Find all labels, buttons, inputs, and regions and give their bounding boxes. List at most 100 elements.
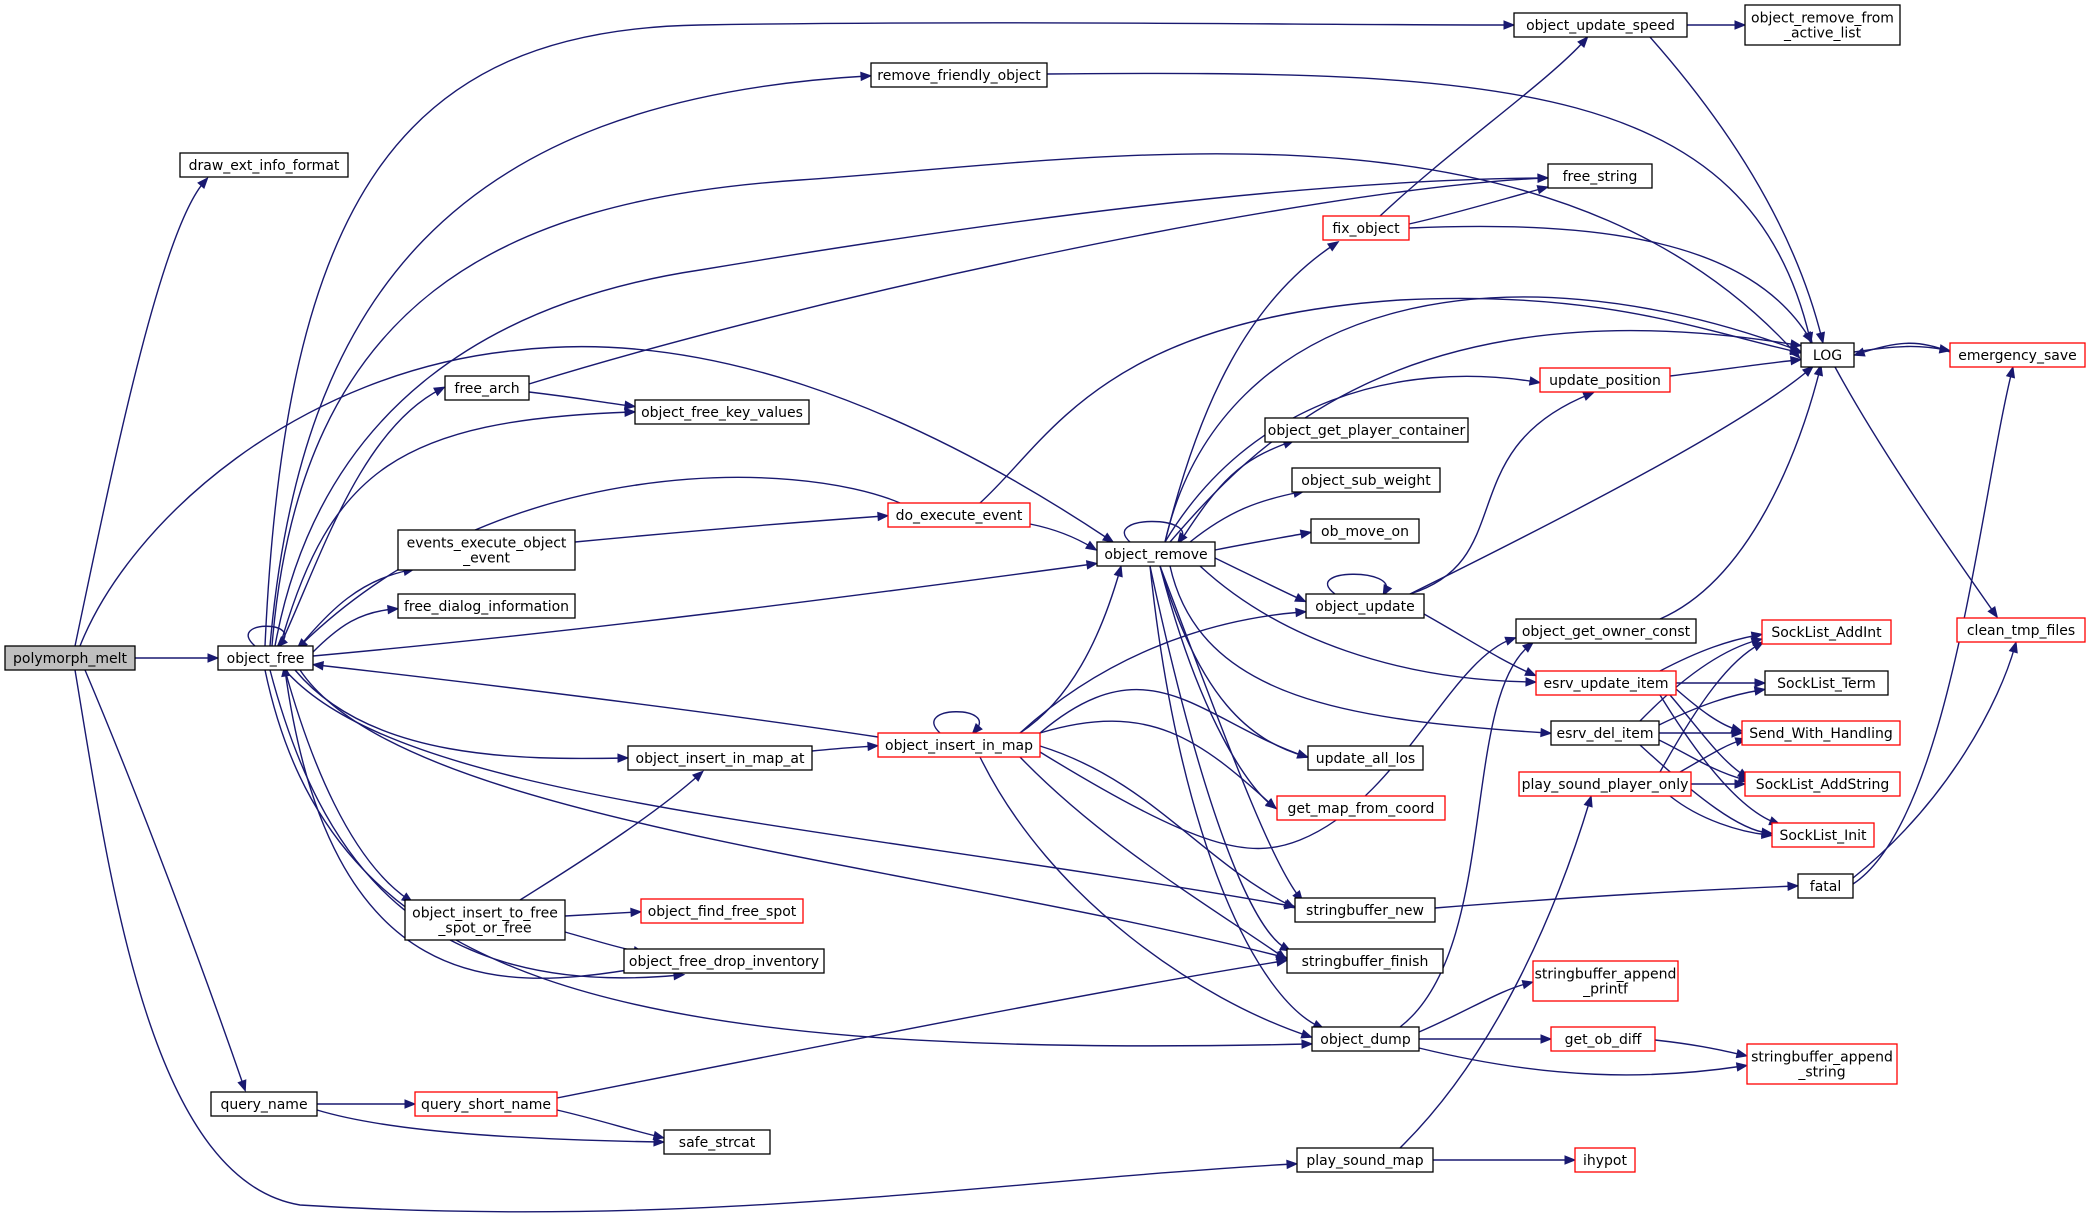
arrow-head	[1852, 347, 1866, 357]
edge-line	[519, 773, 701, 901]
node-esrv-update-item[interactable]: esrv_update_item	[1535, 670, 1677, 696]
node-label: stringbuffer_append	[1535, 967, 1677, 983]
edge-line	[1852, 370, 2013, 885]
node-object-insert-in-map-at[interactable]: object_insert_in_map_at	[627, 745, 813, 771]
node-object-free[interactable]: object_free	[217, 645, 314, 671]
node-draw-ext-info-format[interactable]: draw_ext_info_format	[179, 152, 349, 178]
node-object-free-key-values[interactable]: object_free_key_values	[634, 399, 810, 425]
node-ihypot[interactable]: ihypot	[1574, 1147, 1636, 1173]
edge-line	[1857, 342, 1951, 355]
arrow-head	[1813, 363, 1824, 377]
edge-fatal-to-clean_tmp_files	[1852, 640, 2018, 879]
node-object-update-speed[interactable]: object_update_speed	[1513, 12, 1688, 38]
node-remove-friendly-object[interactable]: remove_friendly_object	[870, 62, 1048, 88]
edge-events_execute_object_event-to-do_execute_event	[574, 511, 890, 543]
node-safe-strcat[interactable]: safe_strcat	[663, 1129, 771, 1155]
edge-object_insert_in_map-to-object_insert_in_map	[933, 711, 983, 735]
node-object-insert-in-map[interactable]: object_insert_in_map	[877, 732, 1041, 758]
node-object-remove[interactable]: object_remove	[1096, 541, 1216, 567]
node-box	[1797, 873, 1854, 899]
node-object-get-player-container[interactable]: object_get_player_container	[1264, 417, 1469, 443]
node-SockList-AddString[interactable]: SockList_AddString	[1744, 771, 1901, 797]
node-label: stringbuffer_append	[1751, 1050, 1893, 1066]
arrow-head	[1753, 686, 1767, 696]
edge-object_remove-to-stringbuffer_finish	[1149, 565, 1292, 952]
node-SockList-Term[interactable]: SockList_Term	[1764, 670, 1889, 696]
node-stringbuffer-append-string[interactable]: stringbuffer_append_string	[1746, 1043, 1898, 1085]
node-esrv-del-item[interactable]: esrv_del_item	[1550, 720, 1660, 746]
node-stringbuffer-new[interactable]: stringbuffer_new	[1294, 897, 1436, 923]
edge-line	[1149, 565, 1288, 950]
edge-query_name-to-safe_strcat	[316, 1109, 666, 1147]
node-SockList-Init[interactable]: SockList_Init	[1771, 822, 1875, 848]
node-free-arch[interactable]: free_arch	[444, 375, 530, 401]
edge-line	[264, 669, 1309, 1047]
edge-line	[1408, 225, 1811, 340]
arrow-head	[1540, 1034, 1553, 1044]
node-object-update[interactable]: object_update	[1305, 593, 1425, 619]
node-free-string[interactable]: free_string	[1547, 163, 1653, 189]
node-query-name[interactable]: query_name	[210, 1091, 318, 1117]
node-query-short-name[interactable]: query_short_name	[414, 1091, 558, 1117]
node-box	[397, 529, 576, 571]
edge-object_remove-to-LOG	[1164, 296, 1803, 543]
edge-line	[1039, 689, 1305, 757]
node-label: _active_list	[1783, 26, 1862, 42]
node-fatal[interactable]: fatal	[1797, 873, 1854, 899]
node-label: get_ob_diff	[1565, 1032, 1642, 1048]
edge-polymorph_melt-to-query_name	[84, 669, 247, 1093]
node-fix-object[interactable]: fix_object	[1322, 215, 1410, 241]
node-LOG[interactable]: LOG	[1800, 342, 1855, 368]
node-object-dump[interactable]: object_dump	[1311, 1026, 1420, 1052]
arrow-head	[404, 1099, 417, 1109]
node-stringbuffer-finish[interactable]: stringbuffer_finish	[1286, 948, 1444, 974]
node-play-sound-player-only[interactable]: play_sound_player_only	[1518, 771, 1692, 797]
arrow-head	[197, 176, 209, 190]
node-object-remove-from-active-list[interactable]: object_remove_from_active_list	[1744, 4, 1901, 46]
node-Send-With-Handling[interactable]: Send_With_Handling	[1741, 720, 1901, 746]
edge-line	[1399, 799, 1591, 1149]
node-emergency-save[interactable]: emergency_save	[1949, 342, 2086, 368]
node-object-get-owner-const[interactable]: object_get_owner_const	[1515, 618, 1697, 644]
edge-line	[1434, 885, 1795, 909]
node-label: object_insert_in_map	[885, 738, 1033, 754]
node-events-execute-object-event[interactable]: events_execute_object_event	[397, 529, 576, 571]
node-get-ob-diff[interactable]: get_ob_diff	[1550, 1026, 1656, 1052]
edge-line	[1169, 329, 1798, 543]
node-stringbuffer-append-printf[interactable]: stringbuffer_append_printf	[1532, 960, 1679, 1002]
node-get-map-from-coord[interactable]: get_map_from_coord	[1276, 795, 1446, 821]
edge-line	[979, 297, 1798, 504]
node-label: _printf	[1582, 982, 1629, 998]
arrow-head	[1503, 20, 1516, 30]
node-play-sound-map[interactable]: play_sound_map	[1296, 1147, 1434, 1173]
arrow-head	[1536, 185, 1550, 195]
node-free-dialog-information[interactable]: free_dialog_information	[397, 593, 576, 619]
edge-line	[1418, 982, 1530, 1033]
edge-line	[299, 569, 411, 647]
edge-object_remove-to-update_position	[1164, 375, 1542, 543]
edge-line	[284, 669, 629, 979]
node-object-find-free-spot[interactable]: object_find_free_spot	[640, 898, 804, 924]
node-label: do_execute_event	[896, 508, 1023, 524]
node-ob-move-on[interactable]: ob_move_on	[1310, 518, 1420, 544]
node-do-execute-event[interactable]: do_execute_event	[887, 502, 1031, 528]
node-object-free-drop-inventory[interactable]: object_free_drop_inventory	[623, 948, 825, 974]
node-clean-tmp-files[interactable]: clean_tmp_files	[1956, 617, 2086, 643]
node-update-position[interactable]: update_position	[1539, 367, 1671, 393]
edge-fatal-to-emergency_save	[1852, 365, 2016, 885]
arrow-head	[1761, 829, 1774, 839]
node-label: object_get_player_container	[1268, 423, 1466, 439]
edge-object_insert_in_map-to-stringbuffer_finish	[1019, 756, 1288, 961]
edge-line	[1659, 368, 1821, 620]
arrow-head	[1735, 1062, 1749, 1072]
node-box	[663, 1129, 771, 1155]
edge-line	[528, 177, 1545, 385]
edge-object_free-to-events_execute_object_event	[299, 566, 416, 647]
node-update-all-los[interactable]: update_all_los	[1307, 745, 1424, 771]
node-polymorph-melt[interactable]: polymorph_melt	[4, 645, 136, 671]
edges	[74, 20, 2018, 1213]
node-object-insert-to-free-spot-or-free[interactable]: object_insert_to_free_spot_or_free	[404, 899, 566, 941]
node-label: SockList_Term	[1777, 676, 1876, 692]
node-object-sub-weight[interactable]: object_sub_weight	[1291, 467, 1441, 493]
node-SockList-AddInt[interactable]: SockList_AddInt	[1761, 619, 1892, 645]
